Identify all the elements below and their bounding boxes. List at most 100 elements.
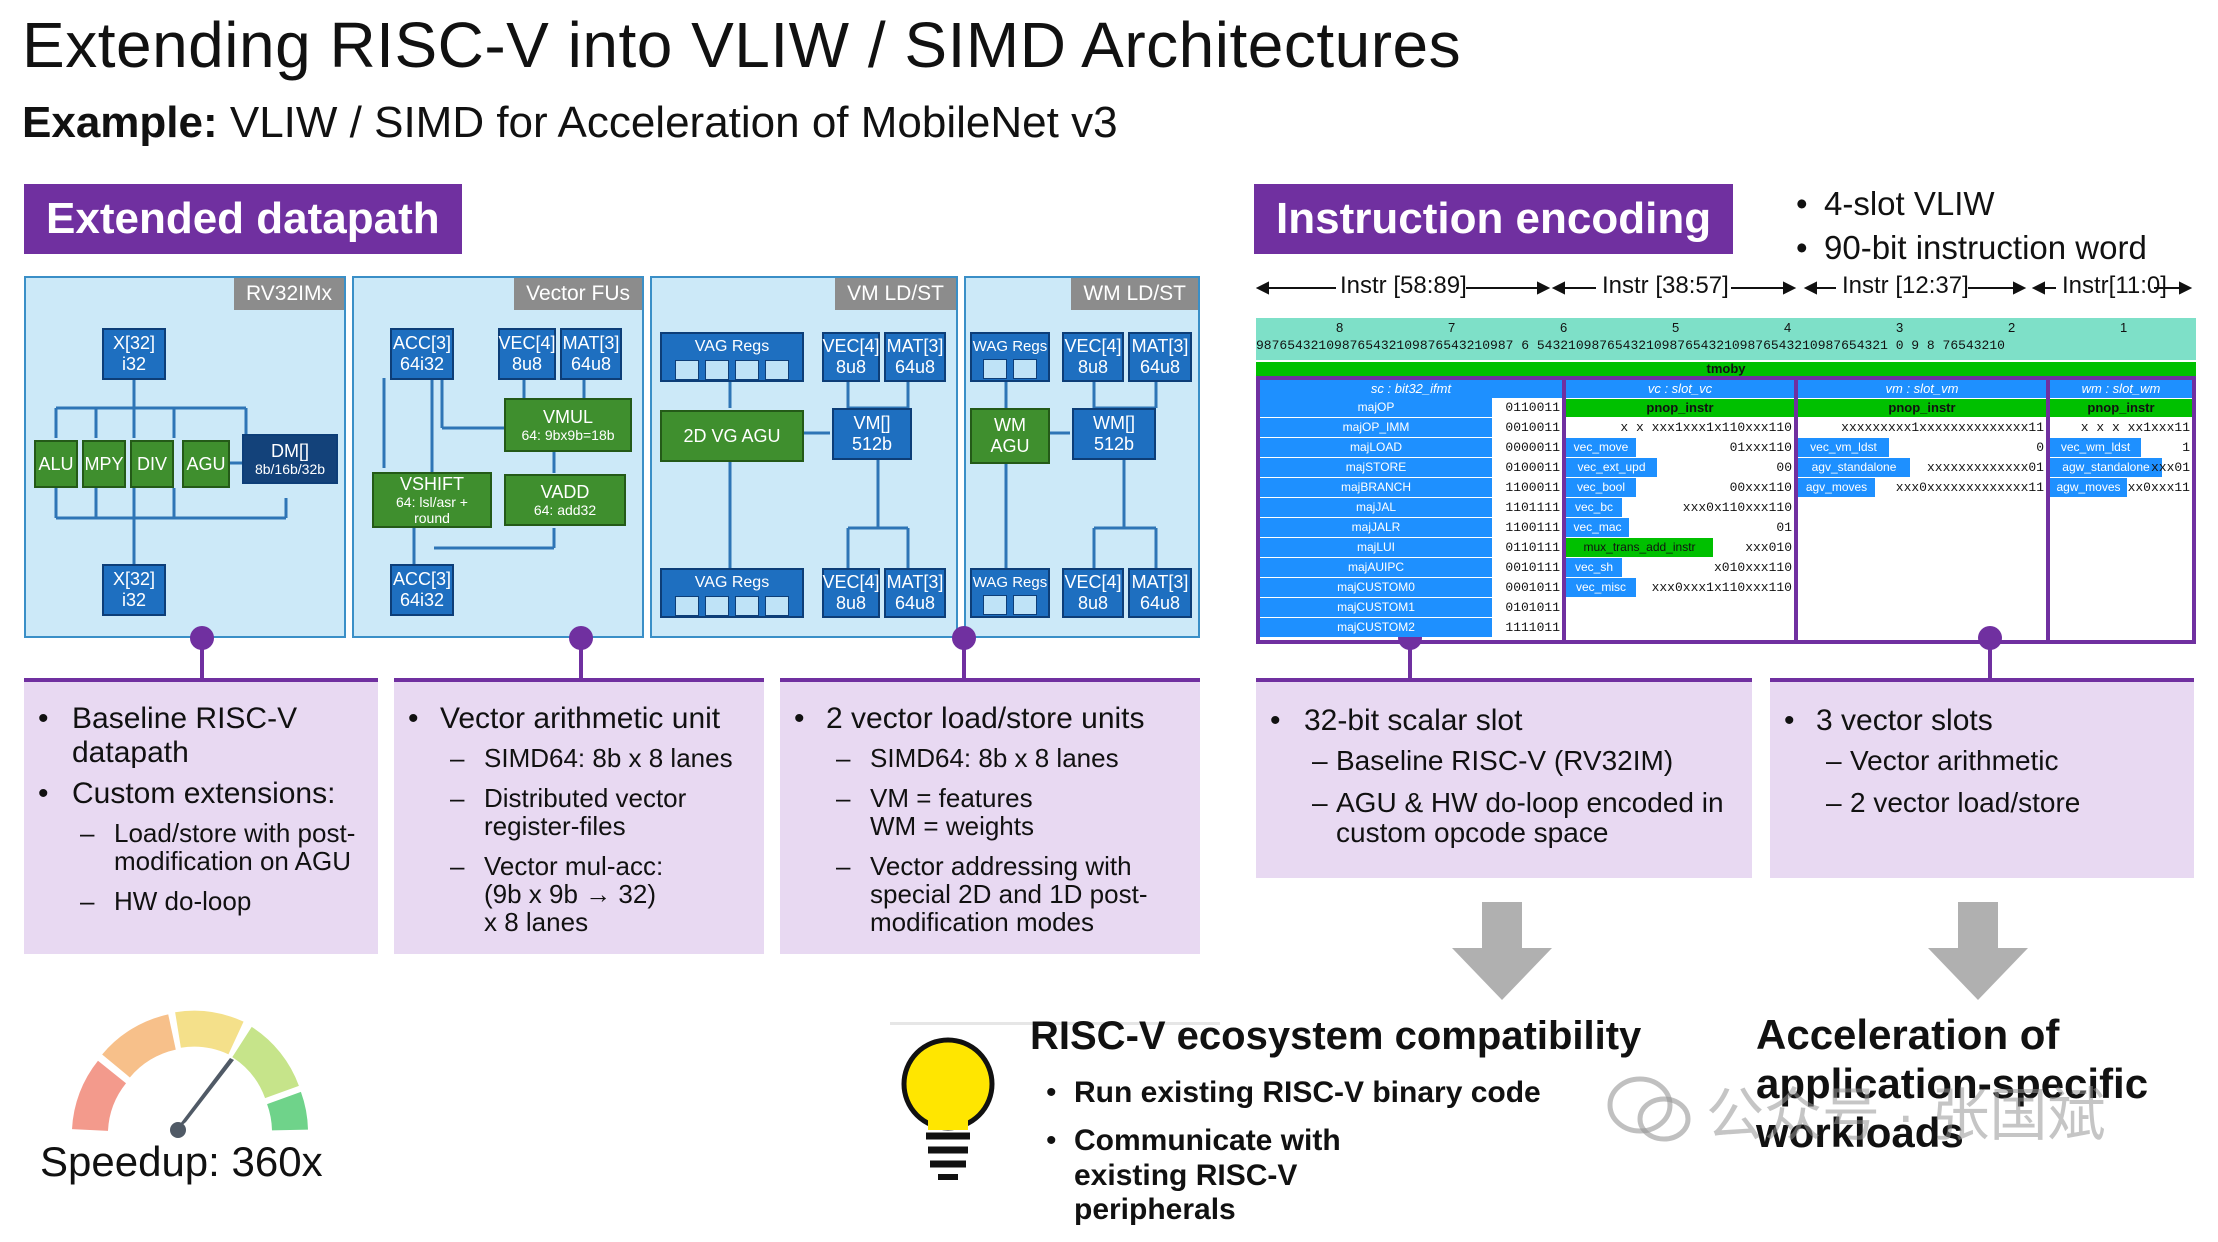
instruction-encoding-tag: Instruction encoding: [1254, 184, 1734, 254]
connector-5: [1988, 640, 1992, 680]
vshift-desc-2: round: [414, 510, 450, 527]
ruler-ten-label: 3: [1896, 320, 1904, 335]
vm-mat-bottom: MAT[3]64u8: [884, 568, 946, 618]
vc-name: vec_move: [1566, 438, 1636, 457]
wm-vec-top-type: 8u8: [1077, 357, 1109, 377]
vadd-desc: 64: add32: [533, 502, 597, 519]
acc-bottom-label: ACC[3]: [392, 569, 452, 590]
ruler-ten-label: 1: [2120, 320, 2128, 335]
down-arrow-2: [1928, 902, 2028, 1000]
vm-name: agv_moves: [1798, 478, 1875, 497]
desc-scalar-slot-b1: 32-bit scalar slot: [1256, 704, 1752, 738]
panel-head-vm-ldst: VM LD/ST: [835, 278, 956, 310]
ruler-ten-label: 2: [2008, 320, 2016, 335]
vm-mat-top-label: MAT[3]: [886, 336, 944, 357]
wag-top-label: WAG Regs: [972, 338, 1048, 355]
slot-head-vm: vm : slot_vm: [1798, 380, 2046, 398]
connector-3: [962, 640, 966, 680]
vm-vec-top-label: VEC[4]: [822, 336, 880, 357]
wag-regs-top: WAG Regs: [970, 332, 1050, 382]
agu-unit: AGU: [182, 440, 230, 488]
vm-mem-label: VM[]: [853, 413, 891, 434]
vm-memory: VM[]512b: [832, 408, 912, 460]
connector-dot-1: [190, 626, 214, 650]
vc-bits: xxx0x110xxx110: [1682, 500, 1792, 515]
wm-vec-top-label: VEC[4]: [1064, 336, 1122, 357]
encoding-ranges: Instr [58:89] Instr [38:57] Instr [12:37…: [1256, 270, 2196, 304]
vc-row: vec_misc xxx0xxx1x110xxx110: [1566, 578, 1794, 597]
vc-name: vec_ext_upd: [1566, 458, 1657, 477]
wm-agu-label: WM: [994, 415, 1026, 436]
vm-bits: xxxxxxxxx1xxxxxxxxxxxxxx11: [1841, 420, 2044, 435]
vc-bits: 00xxx110: [1729, 480, 1792, 495]
vc-name: vec_mac: [1566, 518, 1629, 537]
ecosystem-bullet-2: Communicate with existing RISC-V periphe…: [1040, 1124, 1414, 1228]
desc-vector-slots-b1: 3 vector slots: [1770, 704, 2194, 738]
desc-vector-fu-s3c: x 8 lanes: [484, 906, 589, 937]
desc-vector-ldst-s3: Vector addressing with special 2D and 1D…: [780, 852, 1200, 936]
sc-name: majBRANCH: [1260, 478, 1492, 497]
rv32imx-panel: RV32IMx X[32]i32 ALU MPY DIV AGU DM[]8b/…: [24, 276, 346, 638]
desc-datapath: Baseline RISC-V datapath Custom extensio…: [24, 678, 378, 954]
desc-scalar-slot-s1: Baseline RISC-V (RV32IM): [1256, 745, 1752, 776]
sc-bits: 0000011: [1505, 440, 1560, 455]
mat-label: MAT[3]: [562, 333, 620, 354]
watermark: 公众号 · 张国斌: [1606, 1068, 2106, 1152]
x-reg-bottom-type: i32: [121, 590, 147, 610]
pnop-vm: pnop_instr: [1798, 399, 2046, 417]
vector-fus-wires: [382, 378, 586, 574]
range-label-2: Instr [38:57]: [1602, 272, 1729, 299]
vc-name: vec_bc: [1566, 498, 1622, 517]
vm-mat-bottom-label: MAT[3]: [886, 572, 944, 593]
sc-name: majOP_IMM: [1260, 418, 1492, 437]
ruler-digits: 987654321098765432109876543210987 6 5432…: [1256, 338, 2005, 353]
desc-datapath-b1: Baseline RISC-V datapath: [24, 702, 378, 769]
vc-name: vec_misc: [1566, 578, 1636, 597]
acceleration-title: Acceleration of application-specific wor…: [1756, 1011, 2149, 1157]
ecosystem-title: RISC-V ecosystem compatibility: [1030, 1014, 1642, 1058]
speedup-label: Speedup: 360x: [40, 1138, 323, 1185]
range-label-1: Instr [58:89]: [1340, 272, 1467, 299]
vm-mat-bottom-type: 64u8: [894, 593, 936, 613]
wm-mat-top: MAT[3]64u8: [1128, 332, 1192, 382]
speedometer-icon: [72, 1010, 308, 1138]
desc-vector-ldst: 2 vector load/store units SIMD64: 8b x 8…: [780, 678, 1200, 954]
vc-bits: xxx0xxx1x110xxx110: [1651, 580, 1792, 595]
sc-bits: 1111011: [1505, 620, 1560, 635]
desc-vector-ldst-s1: SIMD64: 8b x 8 lanes: [780, 744, 1200, 772]
wm-bits: xxx01: [2150, 460, 2190, 475]
sc-name: majAUIPC: [1260, 558, 1492, 577]
wm-mem-width: 512b: [1093, 434, 1135, 454]
connector-dot-2: [569, 626, 593, 650]
vm-name: agv_standalone: [1798, 458, 1910, 477]
vc-name: vec_sh: [1566, 558, 1622, 577]
down-arrow-1: [1452, 902, 1552, 1000]
sc-bits: 0010111: [1505, 560, 1560, 575]
sc-bits: 0110011: [1505, 400, 1560, 415]
slot-divider-3: [2046, 376, 2050, 644]
wag-regs-bottom: WAG Regs: [970, 568, 1050, 618]
page-subtitle: Example: VLIW / SIMD for Acceleration of…: [22, 98, 1118, 148]
wm-name: agw_moves: [2050, 478, 2127, 497]
desc-vector-fu-s2: Distributed vector register-files: [394, 784, 764, 840]
desc-vector-slots-s2: 2 vector load/store: [1770, 787, 2194, 818]
wm-agu-label-2: AGU: [990, 436, 1030, 456]
vshift-label: VSHIFT: [399, 473, 464, 494]
connector-2: [579, 640, 583, 680]
ruler-ten-label: 5: [1672, 320, 1680, 335]
sc-bits: 0110111: [1505, 540, 1560, 555]
